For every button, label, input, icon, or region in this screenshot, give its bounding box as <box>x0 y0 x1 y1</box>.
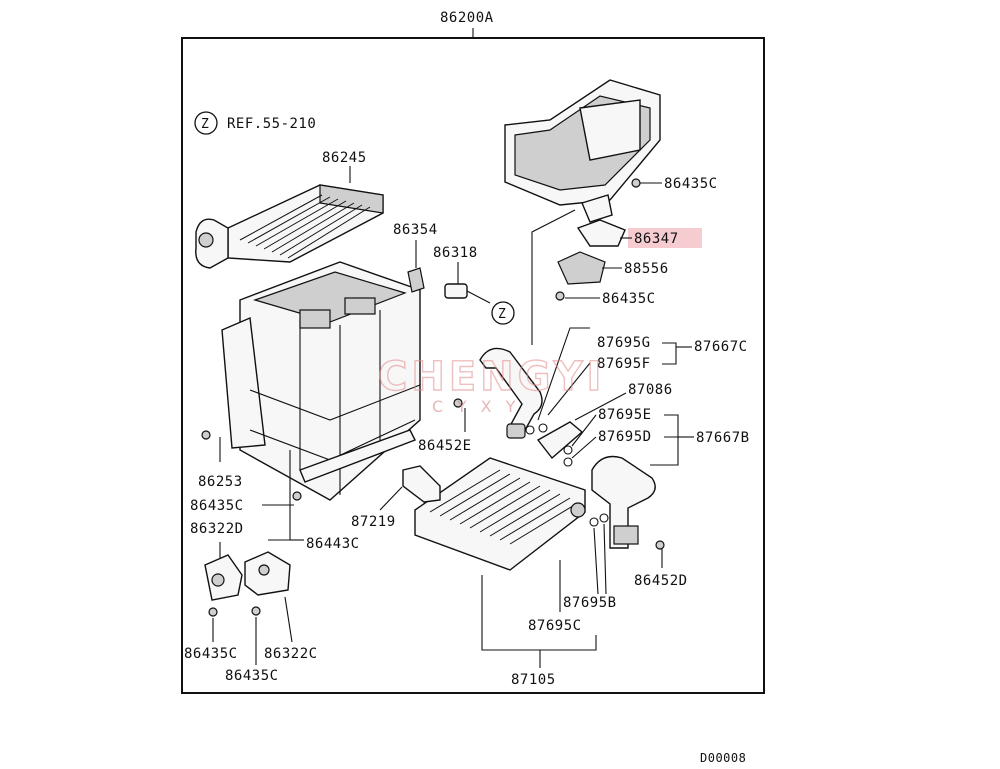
label-87105: 87105 <box>511 672 556 688</box>
label-86435C-bottom-left: 86435C <box>184 646 238 662</box>
label-86347: 86347 <box>634 231 679 247</box>
module-86347 <box>576 219 626 247</box>
bracket-87219 <box>402 465 441 503</box>
assembly-number: 86200A <box>440 10 494 26</box>
label-86245: 86245 <box>322 150 367 166</box>
label-88556: 88556 <box>624 261 669 277</box>
watermark-brand: CHENGYI <box>378 354 605 400</box>
highlight-86347 <box>628 228 702 248</box>
air-duct <box>504 79 661 223</box>
sensor-86318 <box>444 283 491 304</box>
label-86354: 86354 <box>393 222 438 238</box>
label-86322D: 86322D <box>190 521 244 537</box>
label-87086: 87086 <box>628 382 673 398</box>
actuator-86322D <box>204 554 243 601</box>
label-86452D: 86452D <box>634 573 688 589</box>
pipe-87667B <box>591 455 656 549</box>
label-87695G: 87695G <box>597 335 651 351</box>
z-marker: Z <box>498 307 506 322</box>
label-87667B: 87667B <box>696 430 750 446</box>
ref-marker: Z <box>201 117 209 132</box>
resistor-88556 <box>557 251 606 285</box>
watermark-sub: CYXY <box>432 397 529 416</box>
z-marker-circle <box>491 301 515 325</box>
label-87695C: 87695C <box>528 618 582 634</box>
label-86435C-top: 86435C <box>664 176 718 192</box>
pipe-assembly <box>479 347 543 439</box>
clip-86354 <box>407 267 425 293</box>
label-87695B: 87695B <box>563 595 617 611</box>
heater-core <box>195 184 384 269</box>
label-86318: 86318 <box>433 245 478 261</box>
label-86435C-mid: 86435C <box>602 291 656 307</box>
heater-unit-housing <box>221 261 421 501</box>
label-86435C-left: 86435C <box>190 498 244 514</box>
expansion-valve-87086 <box>536 421 584 460</box>
ref-marker-circle <box>194 111 218 135</box>
footer-code: D00008 <box>700 751 746 765</box>
label-87667C: 87667C <box>694 339 748 355</box>
label-86322C: 86322C <box>264 646 318 662</box>
label-86253: 86253 <box>198 474 243 490</box>
ref-text: REF.55-210 <box>227 116 316 132</box>
label-87695D: 87695D <box>598 429 652 445</box>
evaporator <box>414 457 586 571</box>
actuator-86322C <box>244 551 291 596</box>
label-86443C: 86443C <box>306 536 360 552</box>
label-87219: 87219 <box>351 514 396 530</box>
label-87695E: 87695E <box>598 407 652 423</box>
label-86452E: 86452E <box>418 438 472 454</box>
label-86435C-bottom: 86435C <box>225 668 279 684</box>
label-87695F: 87695F <box>597 356 651 372</box>
